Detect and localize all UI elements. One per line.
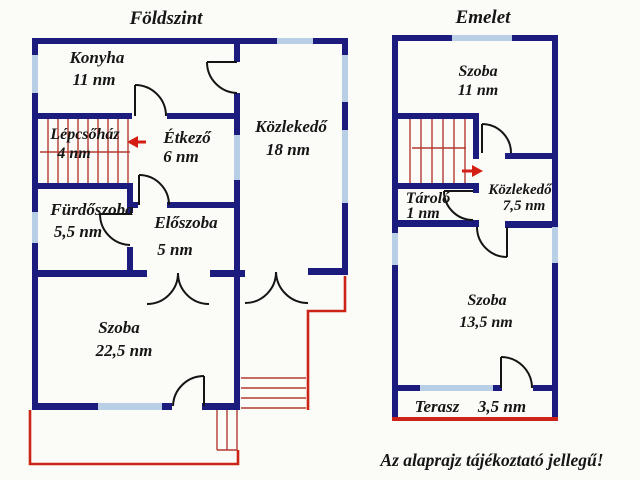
door-arc xyxy=(476,226,508,258)
double-door-arc xyxy=(146,272,179,305)
wall-segment xyxy=(398,113,473,119)
room-area: 6 nm xyxy=(163,147,198,166)
door-arc xyxy=(500,356,533,389)
wall-segment xyxy=(202,403,240,410)
door-arc xyxy=(206,61,238,94)
door-arc xyxy=(481,123,512,154)
upper-floor-windows xyxy=(392,35,558,391)
wall-segment xyxy=(33,403,98,410)
wall-segment xyxy=(313,38,348,44)
wall-segment xyxy=(234,93,240,275)
room-area: 7,5 nm xyxy=(503,198,546,214)
wall-segment xyxy=(167,202,234,208)
wall-segment xyxy=(505,221,558,228)
wall-segment xyxy=(308,268,348,275)
room-label: Tároló xyxy=(406,190,450,207)
window xyxy=(277,38,313,44)
wall-segment xyxy=(533,385,558,391)
room-area: 5 nm xyxy=(157,240,192,259)
room-label: Közlekedő xyxy=(254,117,328,136)
room-label: Előszoba xyxy=(153,213,218,232)
wall-segment xyxy=(167,113,234,119)
wall-segment xyxy=(493,385,502,391)
room-label: Szoba xyxy=(467,292,506,309)
double-door-arc xyxy=(244,271,277,304)
upper-floor-labels: Szoba 11 nm Tároló 1 nm Közlekedő 7,5 nm… xyxy=(406,63,553,416)
back-steps-outline xyxy=(306,276,347,410)
room-area: 4 nm xyxy=(56,145,90,162)
wall-segment xyxy=(473,113,479,159)
door-arc xyxy=(134,84,167,117)
ground-floor-doors xyxy=(99,61,309,407)
disclaimer-note: Az alaprajz tájékoztató jellegű! xyxy=(379,450,603,470)
wall-segment xyxy=(33,270,147,277)
wall-segment xyxy=(473,183,479,193)
wall-segment xyxy=(392,35,398,421)
upper-floor-doors xyxy=(443,123,533,389)
room-area: 3,5 nm xyxy=(477,397,526,416)
wall-segment xyxy=(392,35,452,41)
window xyxy=(98,403,162,410)
ground-floor-labels: Konyha 11 nm Lépcsőház 4 nm Étkező 6 nm … xyxy=(49,48,328,360)
door-arc xyxy=(443,190,474,221)
window xyxy=(342,55,348,102)
room-label: Étkező xyxy=(162,128,212,147)
wall-segment xyxy=(127,183,133,213)
room-label: Közlekedő xyxy=(487,182,553,198)
wall-segment xyxy=(398,183,479,189)
wall-segment xyxy=(162,403,172,410)
room-label: Szoba xyxy=(458,63,497,80)
room-label: Terasz xyxy=(415,397,460,416)
room-area: 13,5 nm xyxy=(459,314,512,331)
wall-segment xyxy=(398,220,479,227)
door-arc xyxy=(172,375,205,407)
window xyxy=(552,227,558,263)
terrace-outline xyxy=(28,410,240,466)
window xyxy=(452,35,512,41)
wall-segment xyxy=(33,183,133,189)
ground-floor-stairs-arrow-icon xyxy=(127,136,146,148)
wall-segment xyxy=(127,202,138,208)
wall-segment xyxy=(512,35,558,41)
ground-floor-staircase xyxy=(40,119,130,183)
wall-segment xyxy=(210,270,245,277)
wall-segment xyxy=(33,38,277,44)
window xyxy=(234,135,240,180)
wall-segment xyxy=(398,385,420,391)
double-door-arc xyxy=(275,271,309,304)
wall-segment xyxy=(234,38,240,62)
room-area: 22,5 nm xyxy=(95,341,153,360)
room-area: 5,5 nm xyxy=(54,222,102,241)
window xyxy=(392,233,398,265)
door-arc xyxy=(138,174,170,206)
window xyxy=(420,385,493,391)
wall-segment xyxy=(234,275,240,410)
room-label: Szoba xyxy=(98,318,140,337)
wall-segment xyxy=(505,153,558,159)
wall-segment xyxy=(33,113,132,119)
upper-floor-staircase xyxy=(409,119,466,183)
ground-floor-title: Földszint xyxy=(129,8,204,29)
room-area: 1 nm xyxy=(406,205,439,222)
window xyxy=(32,55,38,93)
room-label: Fürdőszoba xyxy=(49,200,134,219)
ground-floor-windows xyxy=(32,38,348,410)
upper-floor-title: Emelet xyxy=(455,7,512,28)
room-label: Konyha xyxy=(69,48,125,67)
window xyxy=(32,212,38,243)
arrow-head xyxy=(127,136,138,148)
double-door-arc xyxy=(177,272,210,305)
room-area: 11 nm xyxy=(73,70,116,89)
ground-floor-exterior-red xyxy=(28,276,347,466)
wall-segment xyxy=(127,247,133,277)
arrow-head xyxy=(472,165,483,177)
room-area: 18 nm xyxy=(266,140,310,159)
door-arc xyxy=(99,213,131,246)
terrace-edge-line xyxy=(392,417,558,421)
room-area: 11 nm xyxy=(458,82,498,99)
upper-floor-stairs-arrow-icon xyxy=(462,165,483,177)
window xyxy=(342,130,348,203)
room-label: Lépcsőház xyxy=(49,126,120,143)
